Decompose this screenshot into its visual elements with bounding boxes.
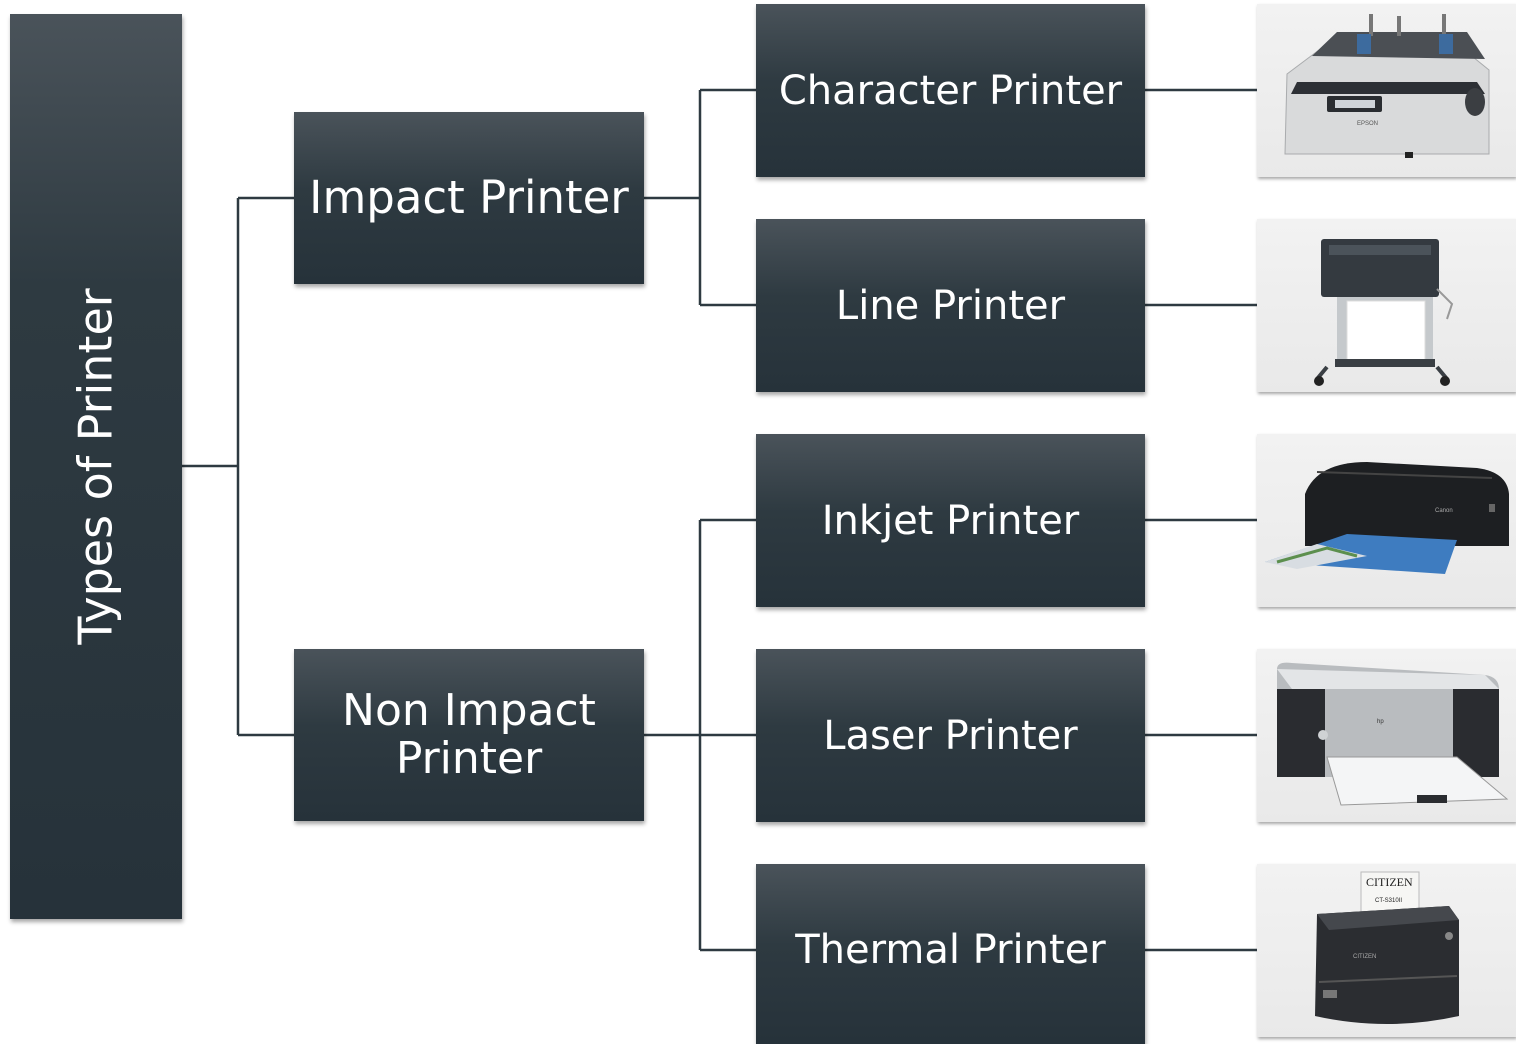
category-node-non-impact: Non Impact Printer (294, 649, 644, 821)
printer-node-inkjet: Inkjet Printer (756, 434, 1145, 607)
citizen-model-label: CT-S310II (1375, 898, 1402, 904)
printer-label: Character Printer (778, 67, 1123, 114)
printer-label: Laser Printer (823, 712, 1078, 759)
printer-label: Line Printer (835, 282, 1066, 329)
connector-impact-to-printers (644, 88, 756, 307)
printer-label: Thermal Printer (795, 927, 1106, 973)
inkjet-printer-photo: Canon (1257, 434, 1516, 607)
line-printer-photo (1257, 219, 1516, 392)
printer-label: Inkjet Printer (821, 497, 1080, 544)
category-node-impact: Impact Printer (294, 112, 644, 284)
printer-node-character: Character Printer (756, 4, 1145, 177)
root-node: Types of Printer (10, 14, 182, 919)
citizen-label: CITIZEN (1366, 875, 1413, 889)
printer-node-laser: Laser Printer (756, 649, 1145, 822)
connector-printers-to-photos (1145, 88, 1257, 952)
category-label: Impact Printer (309, 171, 629, 225)
epson-logo: EPSON (1357, 121, 1378, 127)
root-label: Types of Printer (68, 288, 123, 645)
printer-node-line: Line Printer (756, 219, 1145, 392)
laser-printer-photo: hp (1257, 649, 1516, 822)
category-label: Non Impact Printer (342, 684, 596, 784)
svg-text:hp: hp (1377, 719, 1384, 725)
connector-root-to-categories (182, 196, 294, 737)
thermal-printer-photo: CITIZEN CT-S310II CITIZEN (1257, 864, 1516, 1037)
svg-text:CITIZEN: CITIZEN (1353, 954, 1376, 960)
canon-logo: Canon (1435, 508, 1453, 514)
printer-node-thermal: Thermal Printer (756, 864, 1145, 1044)
dot-matrix-printer-photo: EPSON (1257, 4, 1516, 177)
connector-nonimpact-to-printers (644, 518, 756, 952)
